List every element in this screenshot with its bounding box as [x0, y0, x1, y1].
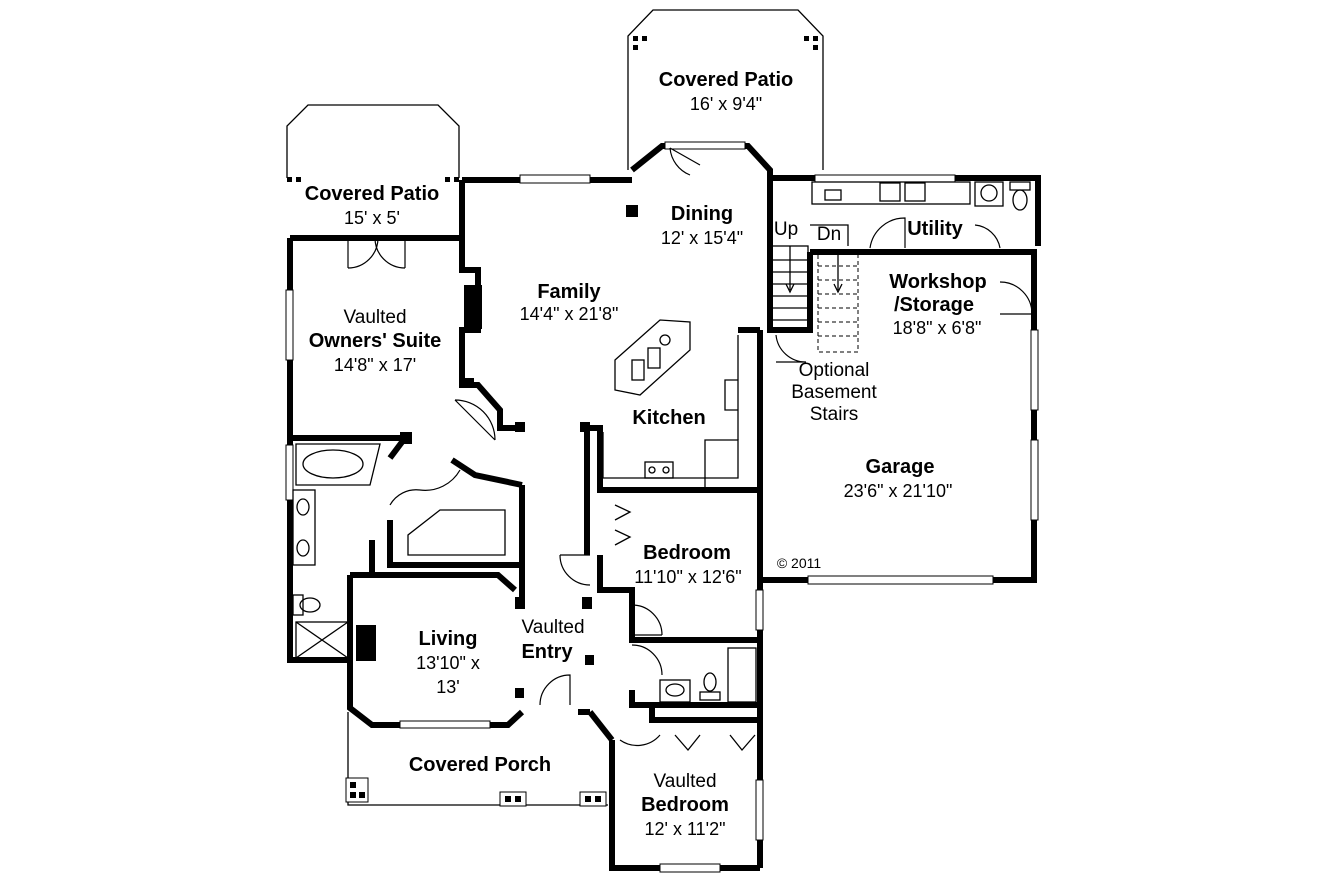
room-label-family: Family 14'4" x 21'8" [520, 281, 619, 324]
doors [347, 147, 1033, 747]
svg-text:14'4" x 21'8": 14'4" x 21'8" [520, 304, 619, 324]
svg-text:12' x 15'4": 12' x 15'4" [661, 228, 743, 248]
svg-text:/Storage: /Storage [894, 294, 974, 316]
room-label-bedroom: Bedroom 11'10" x 12'6" [634, 542, 741, 587]
svg-text:Kitchen: Kitchen [632, 407, 705, 429]
svg-text:Vaulted: Vaulted [653, 771, 716, 792]
basement-stairs-note: Optional Basement Stairs [791, 360, 877, 425]
svg-text:Basement: Basement [791, 382, 877, 403]
svg-text:Dining: Dining [671, 203, 733, 225]
svg-text:© 2011: © 2011 [777, 555, 822, 571]
stairs [771, 224, 859, 353]
svg-text:Dn: Dn [817, 224, 841, 245]
svg-text:16' x 9'4": 16' x 9'4" [690, 94, 762, 114]
room-label-garage: Garage 23'6" x 21'10" [844, 456, 953, 501]
svg-text:Bedroom: Bedroom [643, 542, 731, 564]
svg-text:Workshop: Workshop [889, 271, 986, 293]
exterior-walls [287, 143, 1041, 871]
svg-text:Covered Patio: Covered Patio [305, 183, 439, 205]
covered-porch-outline [345, 712, 608, 807]
room-label-workshop: Workshop /Storage 18'8" x 6'8" [889, 271, 986, 338]
room-label-dining: Dining 12' x 15'4" [661, 203, 743, 248]
svg-text:Utility: Utility [907, 218, 963, 240]
fixtures [292, 181, 1031, 752]
svg-text:12' x 11'2": 12' x 11'2" [645, 819, 726, 839]
structural-blocks [356, 205, 638, 698]
svg-text:Stairs: Stairs [810, 404, 859, 425]
svg-text:Owners' Suite: Owners' Suite [309, 330, 442, 352]
room-label-living: Living 13'10" x 13' [416, 628, 480, 697]
svg-text:Covered Patio: Covered Patio [659, 69, 793, 91]
svg-text:Vaulted: Vaulted [343, 307, 406, 328]
svg-text:Family: Family [537, 281, 601, 303]
covered-patio-center-outline [627, 9, 824, 170]
room-label-kitchen: Kitchen [632, 407, 705, 429]
svg-text:Entry: Entry [521, 641, 573, 663]
room-label-utility: Utility [907, 218, 963, 240]
room-label-porch: Covered Porch [409, 754, 551, 776]
room-label-vaulted-bedroom: Vaulted Bedroom 12' x 11'2" [641, 771, 729, 839]
svg-text:Up: Up [774, 219, 798, 240]
copyright-note: © 2011 [777, 555, 822, 571]
svg-text:23'6" x 21'10": 23'6" x 21'10" [844, 481, 953, 501]
svg-text:14'8" x 17': 14'8" x 17' [334, 355, 416, 375]
svg-text:Covered Porch: Covered Porch [409, 754, 551, 776]
svg-text:18'8" x 6'8": 18'8" x 6'8" [893, 318, 982, 338]
covered-patio-left-outline [286, 104, 460, 182]
stairs-labels: Up Dn [774, 219, 841, 245]
windows [285, 141, 1039, 873]
room-label-patio-center: Covered Patio 16' x 9'4" [659, 69, 793, 114]
room-label-patio-left: Covered Patio 15' x 5' [305, 183, 439, 228]
svg-text:Vaulted: Vaulted [521, 617, 584, 638]
svg-text:Living: Living [419, 628, 478, 650]
svg-text:Optional: Optional [799, 360, 870, 381]
room-label-entry: Vaulted Entry [521, 617, 584, 663]
svg-text:15' x 5': 15' x 5' [344, 208, 400, 228]
svg-text:Bedroom: Bedroom [641, 794, 729, 816]
room-label-owners-suite: Vaulted Owners' Suite 14'8" x 17' [309, 307, 442, 375]
svg-text:13': 13' [436, 677, 459, 697]
svg-text:Garage: Garage [866, 456, 935, 478]
svg-text:11'10" x 12'6": 11'10" x 12'6" [634, 567, 741, 587]
svg-text:13'10" x: 13'10" x [416, 653, 480, 673]
